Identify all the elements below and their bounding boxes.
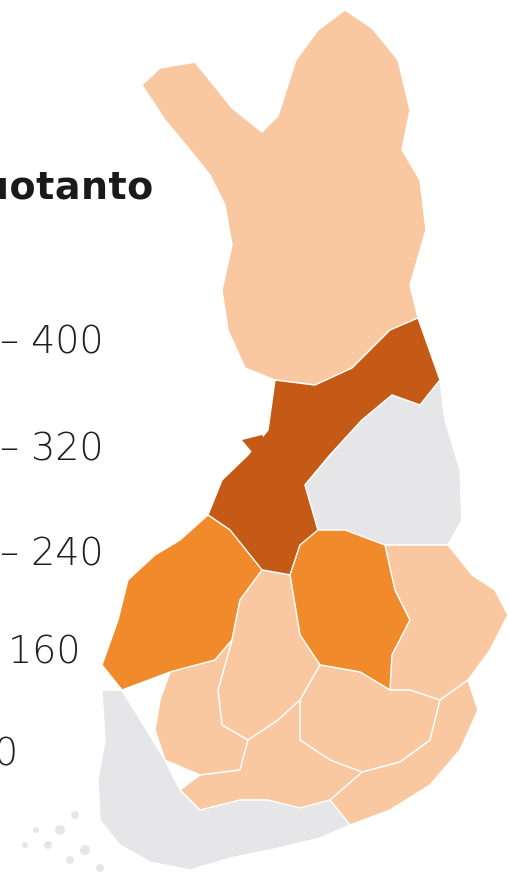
legend-label-400: – 400: [0, 318, 104, 362]
archipelago: [22, 811, 104, 872]
region-lapland[interactable]: [141, 9, 427, 386]
map-title: uotanto: [0, 164, 154, 208]
legend-label-0: 0: [0, 730, 19, 774]
region-uusimaa[interactable]: [97, 689, 351, 871]
coast-islet: [242, 435, 270, 452]
legend-label-160: 160: [8, 628, 81, 672]
legend-label-240: – 240: [0, 530, 104, 574]
legend-label-320: – 320: [0, 425, 104, 469]
region-south-karelia[interactable]: [329, 679, 479, 826]
